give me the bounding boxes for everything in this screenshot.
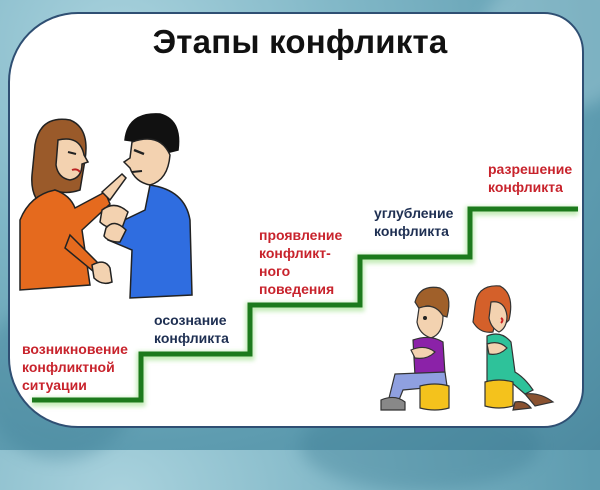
stage-2-label: осознание конфликта — [154, 312, 229, 346]
staircase-diagram — [32, 206, 578, 407]
stage-5-label: разрешение конфликта — [488, 161, 573, 195]
arguing-couple-illustration — [19, 113, 193, 299]
page-title: Этапы конфликта — [152, 23, 448, 60]
stage-1-label: возникновение конфликтной ситуации — [22, 341, 128, 393]
sitting-couple-illustration — [380, 285, 555, 411]
stage-3-label: проявление конфликт- ного поведения — [259, 227, 343, 297]
stage-4-label: углубление конфликта — [374, 205, 454, 239]
